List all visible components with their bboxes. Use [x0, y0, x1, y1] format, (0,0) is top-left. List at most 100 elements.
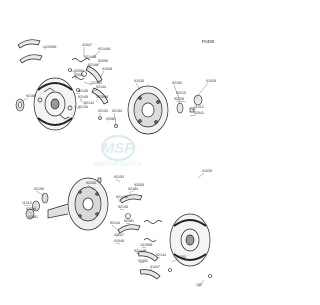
leader-line [117, 198, 121, 203]
leader-line [79, 98, 83, 101]
bottom-brake-shoes [117, 194, 161, 280]
part-number-label: 92055 [98, 59, 108, 63]
part-number-label: 41048 [114, 239, 124, 243]
part-number-label: 41048 [102, 67, 112, 71]
leader-line [27, 210, 33, 215]
part-number-label: 92144 [78, 105, 88, 109]
leader-line [139, 261, 145, 264]
leader-line [191, 108, 197, 111]
leader-line [19, 97, 29, 103]
part-number-label: 92153 [114, 175, 124, 179]
leader-line [171, 258, 179, 263]
part-number-label: 92153 [98, 109, 108, 113]
leader-line [125, 222, 131, 225]
part-number-label: 92144 [88, 63, 98, 67]
leader-line [115, 231, 121, 238]
leader-line [175, 100, 187, 103]
part-number-label: 92055 [134, 183, 144, 187]
part-number-label: 92208 [174, 97, 184, 101]
part-number-label: 92210 [176, 91, 186, 95]
part-number-label: 92150 [34, 187, 44, 191]
part-number-label: 92144A [116, 195, 129, 199]
leader-line [83, 81, 93, 86]
top-brake-shoes [17, 39, 109, 105]
part-number-label: 92144A [98, 47, 111, 51]
part-number-label: 92153 [86, 181, 96, 185]
part-number-label: 92144 [156, 253, 166, 257]
part-number-label: 92144 [96, 85, 106, 89]
part-number-label: 11012 [22, 201, 32, 205]
top-right-brake-drum [127, 85, 169, 135]
leader-line [23, 204, 31, 207]
part-number-label: 131998 [140, 243, 152, 247]
part-number-label: 92081 [74, 73, 84, 77]
leader-line [135, 82, 141, 91]
part-number-label: 92150 [26, 94, 36, 98]
part-number-label: 92144 [110, 221, 120, 225]
leader-line [131, 186, 137, 193]
part-number-label: 92050 [74, 69, 84, 73]
leader-line [115, 178, 121, 183]
leader-line [195, 82, 209, 99]
leader-line [79, 99, 87, 106]
leader-line [173, 84, 179, 97]
leader-line [41, 45, 47, 50]
leader-line [177, 94, 181, 105]
diagram-code: F0490 [202, 39, 215, 44]
part-number-label: 92144B [84, 55, 97, 59]
leader-line [99, 70, 105, 79]
part-number-label: 131998 [96, 95, 108, 99]
part-number-label: 41047 [150, 265, 160, 269]
leader-line [141, 246, 147, 249]
part-number-label: 41047 [82, 43, 92, 47]
leader-line [95, 62, 101, 67]
leader-line [95, 98, 99, 103]
bottom-left-small-parts [25, 177, 102, 220]
parts-diagram: F0490 MSP MOTORPARTS [15, 39, 216, 288]
leader-line [149, 268, 153, 271]
part-number-label: 41035 [202, 169, 212, 173]
top-left-brake-plate [33, 77, 77, 131]
part-number-label: 131960 [90, 81, 102, 85]
leader-line [157, 256, 161, 259]
leader-line [85, 66, 91, 71]
part-number-label: 92145 [78, 89, 88, 93]
part-number-label: 92053 [176, 255, 186, 259]
part-number-label: 92144B [134, 249, 147, 253]
leader-line [119, 208, 125, 211]
leader-line [91, 50, 101, 59]
leader-line [73, 105, 81, 110]
leader-line [113, 112, 117, 125]
part-number-label: 92041 [194, 111, 204, 115]
bottom-right-brake-plate [169, 213, 211, 267]
leader-line [75, 92, 81, 95]
leader-line [115, 242, 121, 245]
part-number-label: 92145 [78, 95, 88, 99]
part-number-label: 92209 [26, 207, 36, 211]
part-number-label: 92145 [118, 205, 128, 209]
part-number-label: 92081 [106, 117, 116, 121]
part-number-label: 92052 [138, 259, 148, 263]
leader-line [189, 114, 197, 117]
part-number-label: 92144 [84, 101, 94, 105]
leader-line [197, 279, 205, 288]
leader-line [111, 224, 119, 231]
leader-lines [19, 45, 209, 288]
leader-line [197, 172, 205, 179]
part-number-label: 41035 [206, 79, 216, 83]
part-number-label: 41047 [114, 233, 124, 237]
svg-text:MOTORPARTS: MOTORPARTS [94, 162, 142, 168]
bottom-springs [125, 213, 212, 278]
leader-line [91, 88, 99, 93]
bottom-left-hub [47, 177, 109, 231]
leader-line [79, 58, 87, 63]
part-number-label: 92081 [28, 215, 38, 219]
part-number-label: 11012 [194, 105, 204, 109]
part-number-label: 130 [196, 283, 202, 287]
leader-line [35, 190, 45, 197]
leader-line [87, 184, 95, 191]
leader-line [69, 69, 77, 74]
part-number-label: 92081 [124, 219, 134, 223]
top-left-small-parts [15, 98, 102, 120]
